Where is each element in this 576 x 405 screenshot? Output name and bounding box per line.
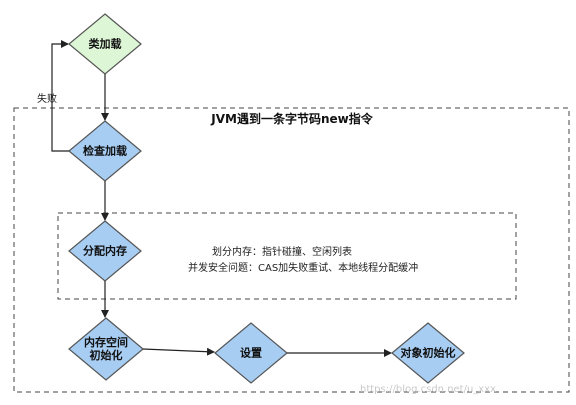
setup-diamond (214, 322, 288, 384)
class-load-label: 类加载 (88, 37, 122, 51)
arrow-init-to-setup (142, 347, 215, 356)
outer-box-title: JVM遇到一条字节码new指令 (211, 112, 373, 126)
alloc-mem-label: 分配内存 (83, 244, 127, 258)
arrow-fail-loop (51, 40, 69, 152)
outer-dashed-box (13, 107, 570, 393)
mem-init-line2: 初始化 (89, 349, 123, 362)
inner-dashed-box (57, 212, 517, 300)
watermark: https://blog.csdn.net/u_xxx (360, 384, 497, 395)
mem-init-line1: 内存空间 (84, 336, 128, 349)
fail-edge-label: 失败 (37, 94, 57, 105)
setup-label: 设置 (240, 346, 262, 360)
alloc-note-line1: 划分内存：指针碰撞、空闲列表 (212, 247, 352, 258)
mem-init-label: 内存空间 初始化 (84, 336, 128, 362)
check-load-label: 检查加载 (83, 144, 127, 158)
obj-init-label: 对象初始化 (400, 346, 456, 360)
mem-init-diamond (68, 317, 144, 381)
alloc-note-line2: 并发安全问题：CAS加失败重试、本地线程分配缓冲 (188, 263, 419, 274)
obj-init-diamond (391, 322, 465, 384)
